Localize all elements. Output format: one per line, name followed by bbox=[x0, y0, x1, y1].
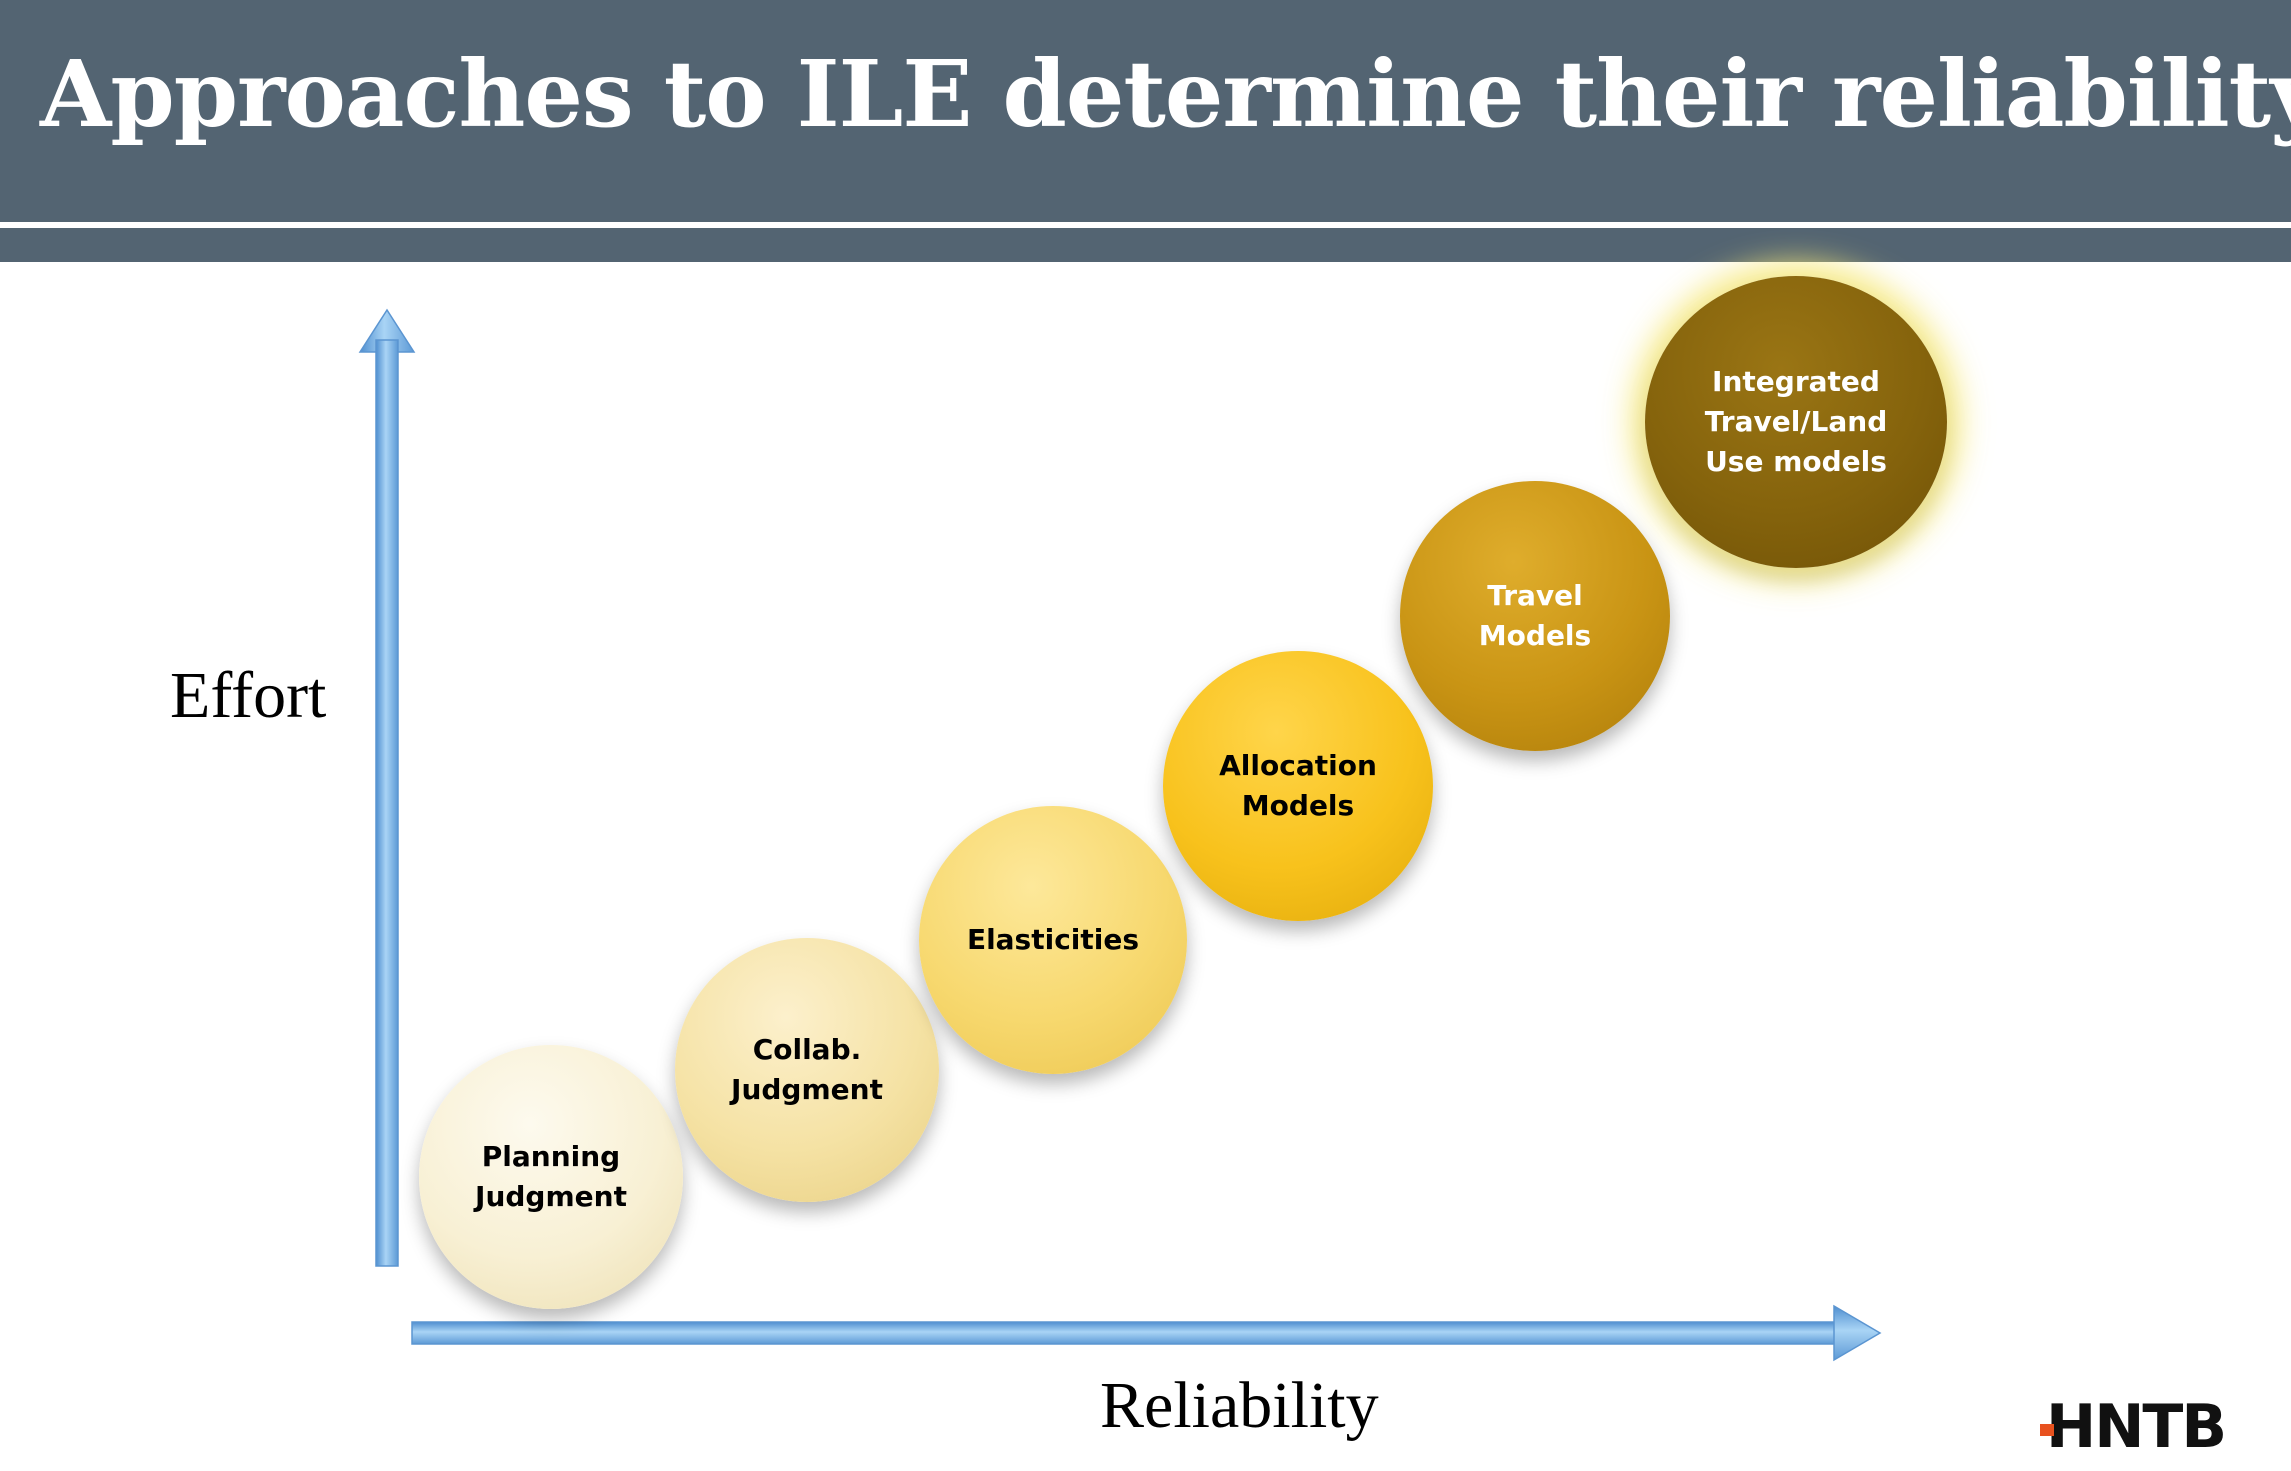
approach-elasticities: Elasticities bbox=[919, 806, 1187, 1074]
approach-collab-judgment: Collab. Judgment bbox=[675, 938, 939, 1202]
approach-integrated-models: Integrated Travel/Land Use models bbox=[1645, 276, 1947, 568]
y-axis-label: Effort bbox=[170, 659, 327, 732]
approach-label: Integrated Travel/Land Use models bbox=[1704, 365, 1888, 478]
hntb-logo: HNTB bbox=[2040, 1392, 2270, 1462]
title-bar bbox=[0, 0, 2291, 222]
approach-allocation-models: Allocation Models bbox=[1163, 651, 1433, 921]
approach-label: Elasticities bbox=[966, 923, 1140, 956]
x-axis-label: Reliability bbox=[1100, 1369, 1379, 1442]
y-axis-arrow bbox=[358, 308, 416, 1267]
approach-label: Collab. Judgment bbox=[731, 1033, 883, 1106]
approach-label: Allocation Models bbox=[1219, 749, 1377, 822]
approach-planning-judgment: Planning Judgment bbox=[419, 1045, 683, 1309]
approach-label: Travel Models bbox=[1478, 579, 1592, 652]
logo-wordmark: HNTB bbox=[2046, 1392, 2227, 1462]
title-divider bbox=[0, 222, 2291, 228]
logo-accent-bar bbox=[2040, 1424, 2054, 1436]
title-band bbox=[0, 228, 2291, 262]
approach-travel-models: Travel Models bbox=[1400, 481, 1670, 751]
slide-title: Approaches to ILE determine their reliab… bbox=[40, 40, 2291, 148]
x-axis-arrow bbox=[411, 1304, 1882, 1362]
approach-label: Planning Judgment bbox=[475, 1140, 627, 1213]
